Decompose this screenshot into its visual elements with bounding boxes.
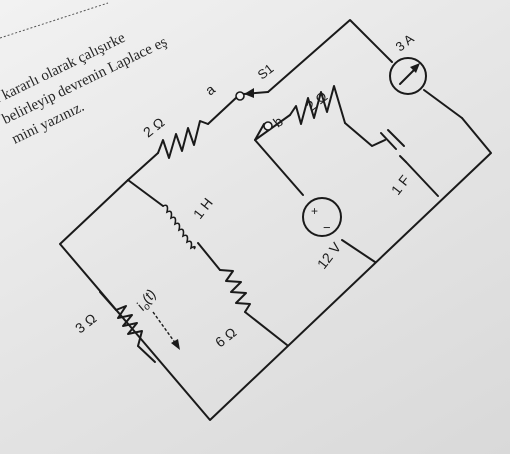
current-arrow <box>152 311 180 350</box>
voltage-source-12v: + − <box>302 197 342 237</box>
label-capacitor: 1 F <box>388 172 413 198</box>
current-source-3a <box>389 57 427 95</box>
wires <box>59 19 492 421</box>
label-current-source: 3 A <box>393 31 417 55</box>
resistor-2ohm-right <box>289 85 346 125</box>
resistor-6ohm <box>219 269 251 313</box>
svg-text:+: + <box>311 204 318 218</box>
label-voltage-source: 12 V <box>314 239 345 272</box>
resistor-3ohm <box>115 305 143 347</box>
inductor-1h <box>162 204 196 250</box>
svg-text:io(t): io(t) <box>133 286 161 315</box>
switch-s1 <box>235 88 273 131</box>
label-r-left: 3 Ω <box>72 310 99 336</box>
svg-text:−: − <box>323 220 331 235</box>
resistor-2ohm-top <box>157 120 209 159</box>
capacitor-1f <box>380 129 407 163</box>
label-current-io: io(t) <box>133 286 161 315</box>
label-r-top: 2 Ω <box>140 114 167 140</box>
dashed-rule <box>0 2 109 39</box>
label-inductor: 1 H <box>190 195 216 222</box>
label-r-mid: 6 Ω <box>212 324 239 350</box>
label-s1: S1 <box>255 61 277 83</box>
label-switch-a: a <box>202 81 218 99</box>
